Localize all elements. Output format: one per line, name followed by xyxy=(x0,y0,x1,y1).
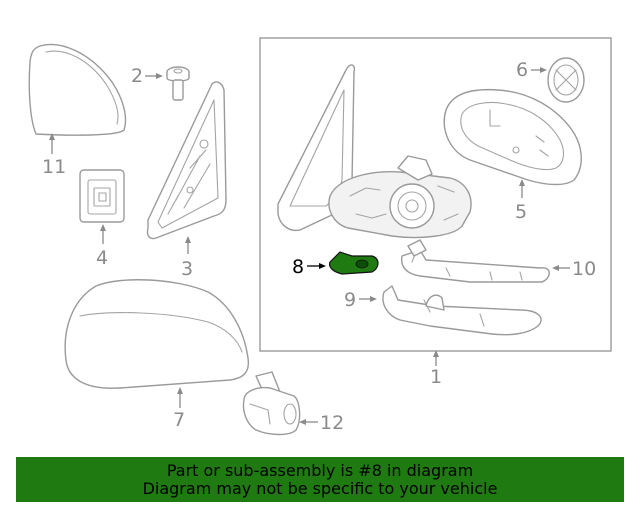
leader-arrow-5 xyxy=(519,179,525,186)
assembly-box xyxy=(259,37,612,352)
callout-6: 6 xyxy=(516,59,528,81)
callout-3: 3 xyxy=(181,258,193,280)
turn-signal-lens-part[interactable] xyxy=(382,285,542,336)
callout-2: 2 xyxy=(131,65,143,87)
mirror-frame-part[interactable] xyxy=(443,88,582,186)
leader-arrow-12 xyxy=(299,419,306,425)
callout-12: 12 xyxy=(320,412,344,434)
callout-8: 8 xyxy=(292,256,304,278)
callout-5: 5 xyxy=(515,201,527,223)
mirror-assembly-housing[interactable] xyxy=(277,64,472,239)
camera-module-part[interactable] xyxy=(242,371,301,436)
banner-line-2: Diagram may not be specific to your vehi… xyxy=(142,478,498,498)
callout-9: 9 xyxy=(344,289,356,311)
mirror-cover-part[interactable] xyxy=(64,279,250,389)
leader-arrow-3 xyxy=(185,236,191,243)
leader-arrow-1 xyxy=(433,350,439,357)
mirror-pad-part[interactable] xyxy=(79,169,125,223)
part-info-banner: Part or sub-assembly is #8 in diagram Di… xyxy=(16,457,624,502)
leader-arrow-8 xyxy=(319,263,326,269)
callout-7: 7 xyxy=(173,409,185,431)
callout-11: 11 xyxy=(42,156,66,178)
banner-line-1: Part or sub-assembly is #8 in diagram xyxy=(166,460,474,480)
mirror-bracket-part[interactable] xyxy=(146,81,227,240)
callout-4: 4 xyxy=(96,247,108,269)
callout-10: 10 xyxy=(572,258,596,280)
mirror-motor-part[interactable] xyxy=(547,57,585,103)
leader-arrow-2 xyxy=(156,73,163,79)
mirror-glass-part[interactable] xyxy=(28,43,127,136)
screw-part[interactable] xyxy=(166,66,190,101)
leader-arrow-7 xyxy=(177,387,183,394)
turn-signal-part[interactable] xyxy=(400,239,550,283)
leader-arrow-4 xyxy=(100,224,106,231)
leader-arrow-10 xyxy=(552,265,559,271)
parts-diagram: 11 2 4 3 7 12 xyxy=(28,37,612,436)
leader-arrow-6 xyxy=(540,67,547,73)
callout-1: 1 xyxy=(430,366,442,388)
leader-arrow-11 xyxy=(49,133,55,140)
highlighted-part-8[interactable] xyxy=(329,251,379,275)
leader-arrow-9 xyxy=(370,296,377,302)
